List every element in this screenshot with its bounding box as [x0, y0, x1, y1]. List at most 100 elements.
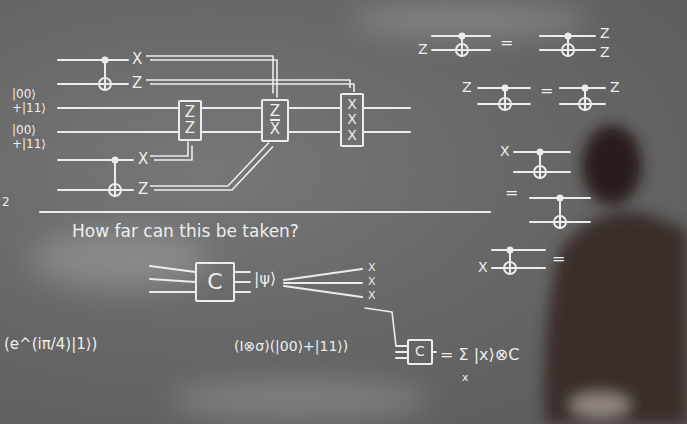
- chalk-label: =: [540, 82, 553, 100]
- wire: [150, 291, 195, 293]
- wire: [284, 269, 362, 280]
- chalk-label: X: [132, 51, 142, 68]
- wire: [58, 131, 178, 133]
- chalk-label: =: [505, 184, 518, 202]
- chalk-label: Z: [138, 181, 148, 198]
- cnot-target: [504, 262, 516, 274]
- control-dot: [557, 195, 564, 202]
- chalk-label: 2: [2, 196, 10, 210]
- wire: [284, 286, 362, 297]
- wire: [396, 351, 407, 353]
- wire: [514, 171, 570, 173]
- control-dot: [565, 33, 572, 40]
- control-dot: [112, 157, 119, 164]
- wire: [364, 131, 410, 133]
- cnot-link: [559, 198, 561, 228]
- cnot-link: [509, 250, 511, 274]
- chalk-label: Z: [600, 44, 610, 60]
- cnot-target: [554, 216, 566, 228]
- cnot-target: [534, 166, 546, 178]
- wire: [58, 107, 178, 109]
- gate-box: C: [195, 262, 234, 302]
- chalk-label: (I⊗σ)(|00⟩+|11⟩): [234, 338, 348, 354]
- wire: [235, 271, 250, 273]
- wire: [202, 131, 261, 133]
- wire: [364, 107, 410, 109]
- wire: [396, 345, 407, 347]
- wire: [433, 351, 436, 353]
- leader-line: [365, 308, 396, 346]
- cnot-target: [99, 78, 111, 90]
- gate-label: X: [347, 112, 357, 127]
- gate-label: Z: [185, 120, 195, 137]
- cnot-target: [109, 184, 121, 196]
- gate-label: C: [415, 344, 425, 359]
- wire: [58, 159, 133, 161]
- classical-wire: [150, 142, 192, 161]
- chalk-label: How far can this be taken?: [72, 222, 299, 242]
- control-dot: [459, 33, 466, 40]
- wire: [492, 267, 545, 269]
- control-dot: [582, 85, 589, 92]
- wire: [150, 279, 195, 282]
- chalk-label: =: [552, 250, 565, 268]
- cnot-target: [579, 98, 591, 110]
- chalk-label: |00⟩ +|11⟩: [12, 88, 46, 116]
- cnot-target: [499, 98, 511, 110]
- chalk-label: Z: [132, 75, 142, 92]
- cnot-link: [104, 60, 106, 90]
- classical-wire: [150, 143, 273, 191]
- gate-box: XXX: [340, 93, 364, 147]
- chalk-label: =: [500, 34, 513, 52]
- gate-label: C: [207, 270, 222, 294]
- gate-label: Z: [270, 103, 280, 120]
- chalk-label: Z: [610, 79, 620, 95]
- chalk-label: |ψ⟩: [254, 270, 276, 288]
- chalk-label: X: [478, 259, 488, 275]
- chalk-label: Z: [600, 25, 610, 41]
- chalk-label: x: [462, 372, 469, 385]
- chalk-label: X: [368, 276, 376, 289]
- qubit-wire: [289, 107, 340, 109]
- classical-wire: [146, 80, 354, 92]
- control-dot: [537, 149, 544, 156]
- chalk-label: X: [368, 290, 376, 303]
- wire: [235, 291, 250, 293]
- qubit-wire: [202, 107, 261, 109]
- control-dot: [502, 85, 509, 92]
- wire: [289, 131, 340, 133]
- chalk-label: = Σ |x⟩⊗C: [440, 346, 519, 364]
- blurred-person: [544, 125, 687, 424]
- wire: [58, 59, 128, 61]
- gate-box: ZX: [261, 99, 289, 142]
- gate-label: Z: [185, 104, 195, 121]
- wire: [58, 83, 128, 85]
- gate-box: ZZ: [178, 100, 202, 141]
- gate-label: X: [270, 119, 280, 138]
- wire: [396, 357, 407, 359]
- chalk-label: X: [138, 151, 148, 168]
- wire: [492, 249, 545, 251]
- chalk-label: Z: [462, 79, 472, 95]
- control-dot: [102, 57, 109, 64]
- wire: [560, 103, 605, 105]
- cnot-link: [114, 160, 116, 196]
- cnot-target: [562, 44, 574, 56]
- chalk-label: Z: [418, 41, 428, 57]
- chalk-label: |00⟩ +|11⟩: [12, 124, 46, 152]
- wire: [235, 281, 250, 283]
- chalk-label: (e^(iπ/4)|1⟩): [4, 336, 97, 353]
- control-dot: [507, 247, 514, 254]
- gate-label: X: [347, 128, 357, 143]
- chalk-smudges: [30, 2, 590, 420]
- chalk-label: X: [500, 143, 510, 159]
- cnot-target: [456, 44, 468, 56]
- divider-line: [40, 211, 490, 213]
- classical-wire: [146, 56, 277, 98]
- gate-label: X: [347, 97, 357, 112]
- wire: [284, 282, 362, 284]
- wire: [150, 266, 195, 272]
